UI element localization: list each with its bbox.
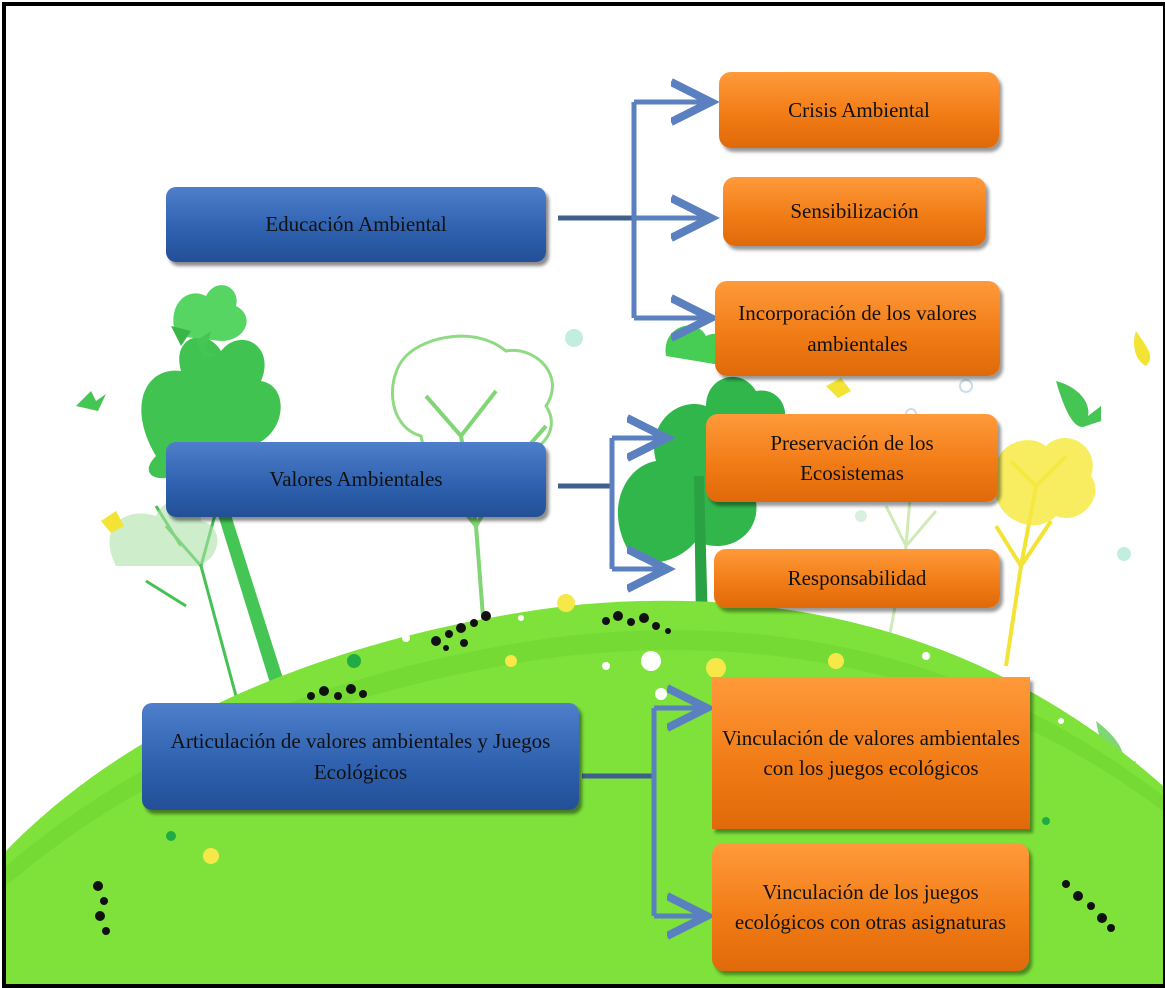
leaf-box-crisis-ambiental: Crisis Ambiental — [719, 72, 999, 148]
leaf-label: Vinculación de valores ambientales con l… — [722, 725, 1020, 780]
connector-arrows — [558, 102, 706, 916]
leaf-label: Sensibilización — [790, 199, 919, 224]
leaf-label: Responsabilidad — [787, 566, 927, 591]
ground-decorations — [93, 594, 1115, 935]
leaf-box-responsabilidad: Responsabilidad — [714, 549, 1000, 608]
topic-box-educacion-ambiental: Educación Ambiental — [166, 187, 546, 262]
leaf-label: Preservación de los Ecosistemas — [770, 430, 934, 485]
leaf-label: Vinculación de los juegos ecológicos con… — [734, 879, 1007, 934]
leaf-label: Incorporación de los valores ambientales — [738, 301, 977, 356]
leaf-box-vinculacion-asignaturas: Vinculación de los juegos ecológicos con… — [712, 843, 1029, 971]
topic-box-articulacion: Articulación de valores ambientales y Ju… — [142, 703, 579, 810]
topic-label: Educación Ambiental — [265, 212, 447, 237]
leaf-box-vinculacion-valores: Vinculación de valores ambientales con l… — [712, 677, 1030, 829]
leaf-label: Crisis Ambiental — [788, 97, 930, 122]
topic-label: Valores Ambientales — [269, 467, 443, 492]
topic-label: Articulación de valores ambientales y Ju… — [170, 729, 551, 784]
leaf-box-sensibilizacion: Sensibilización — [723, 177, 986, 246]
topic-box-valores-ambientales: Valores Ambientales — [166, 442, 546, 517]
leaf-box-incorporacion: Incorporación de los valores ambientales — [715, 281, 1000, 376]
leaf-box-preservacion: Preservación de los Ecosistemas — [706, 414, 998, 502]
